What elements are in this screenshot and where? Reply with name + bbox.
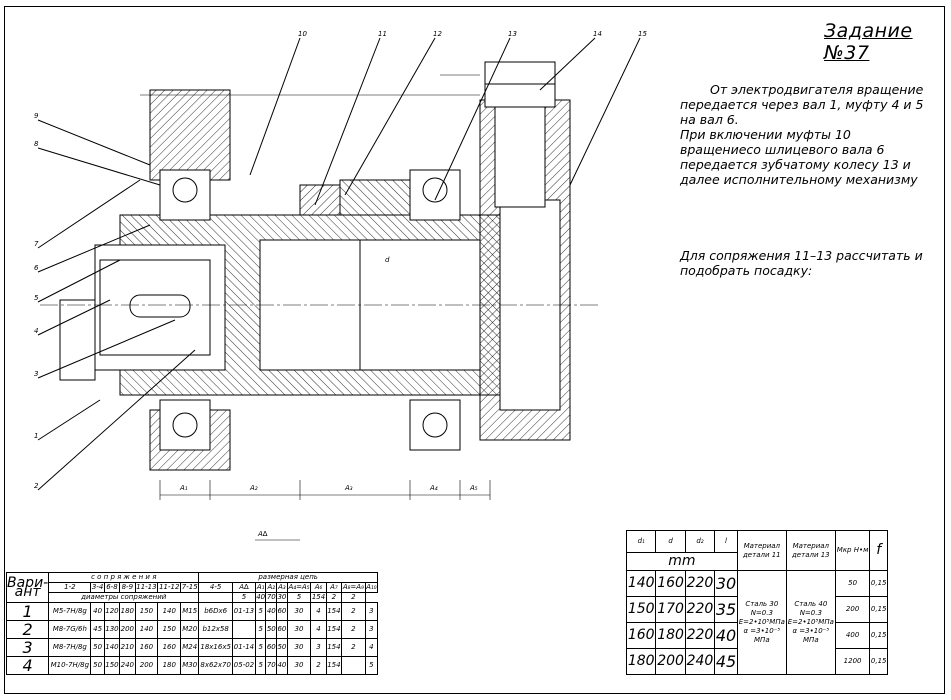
dim-a2: A₂ [249,484,258,492]
material-13: Сталь 40 N=0.3 E=2•10⁵МПа α =3•10⁻⁵ МПа [785,570,836,675]
dim-adelta: A∆ [257,530,268,538]
callout-10: 10 [298,30,307,38]
variant-col-header: Вари- ант [5,572,50,603]
callout-4: 4 [34,327,38,335]
callout-15: 15 [638,30,647,38]
callout-9: 9 [34,112,39,120]
material-row: 150 170 220 35 200 0,15 [625,596,888,623]
chain-header: размерная цепь [198,572,378,583]
dim-a5: A₅ [469,484,478,492]
description-line-2: При включении муфты 10 вращениесо шлицев… [680,127,918,187]
variants-table: Вари- ант с о п р я ж е н и я размерная … [5,572,379,675]
callout-14: 14 [593,30,602,38]
callout-11: 11 [378,30,387,38]
material-row: 180 200 240 45 1200 0,15 [625,648,888,675]
pairs-header: с о п р я ж е н и я [48,572,200,583]
material-row: 140 160 220 30 Сталь 30 N=0.3 E=2•10⁵МПа… [625,570,888,675]
diameters-subheader: диаметры сопряжений [48,592,200,603]
housing-left-top [149,89,231,181]
callout-2: 2 [34,482,39,490]
callout-8: 8 [34,140,39,148]
task-description: От электродвигателя вращение передается … [680,82,930,187]
callout-5: 5 [34,294,39,302]
callout-1: 1 [34,432,38,440]
callout-13: 13 [508,30,517,38]
task-statement: Для сопряжения 11–13 рассчитать и подобр… [680,248,923,278]
dim-a3: A₃ [344,484,353,492]
task-title: Задание №37 [824,20,913,64]
clutch-10 [299,184,341,216]
unit-label: mm [626,552,738,571]
bolt [494,106,546,208]
callout-12: 12 [433,30,442,38]
dim-d: d [385,256,390,264]
material-row: 160 180 220 40 400 0,15 [625,622,888,649]
drawing-frame [4,6,945,694]
dim-a1: A₁ [179,484,188,492]
dim-a4: A₄ [429,484,438,492]
callout-6: 6 [34,264,39,272]
callout-7: 7 [34,240,39,248]
callout-3: 3 [34,370,38,378]
material-table: d₁ d d₂ l Материал детали 11 Материал де… [625,530,888,675]
description-line-1: От электродвигателя вращение передается … [680,82,924,127]
material-11: Сталь 30 N=0.3 E=2•10⁵МПа α =3•10⁻⁵ МПа [736,570,787,675]
